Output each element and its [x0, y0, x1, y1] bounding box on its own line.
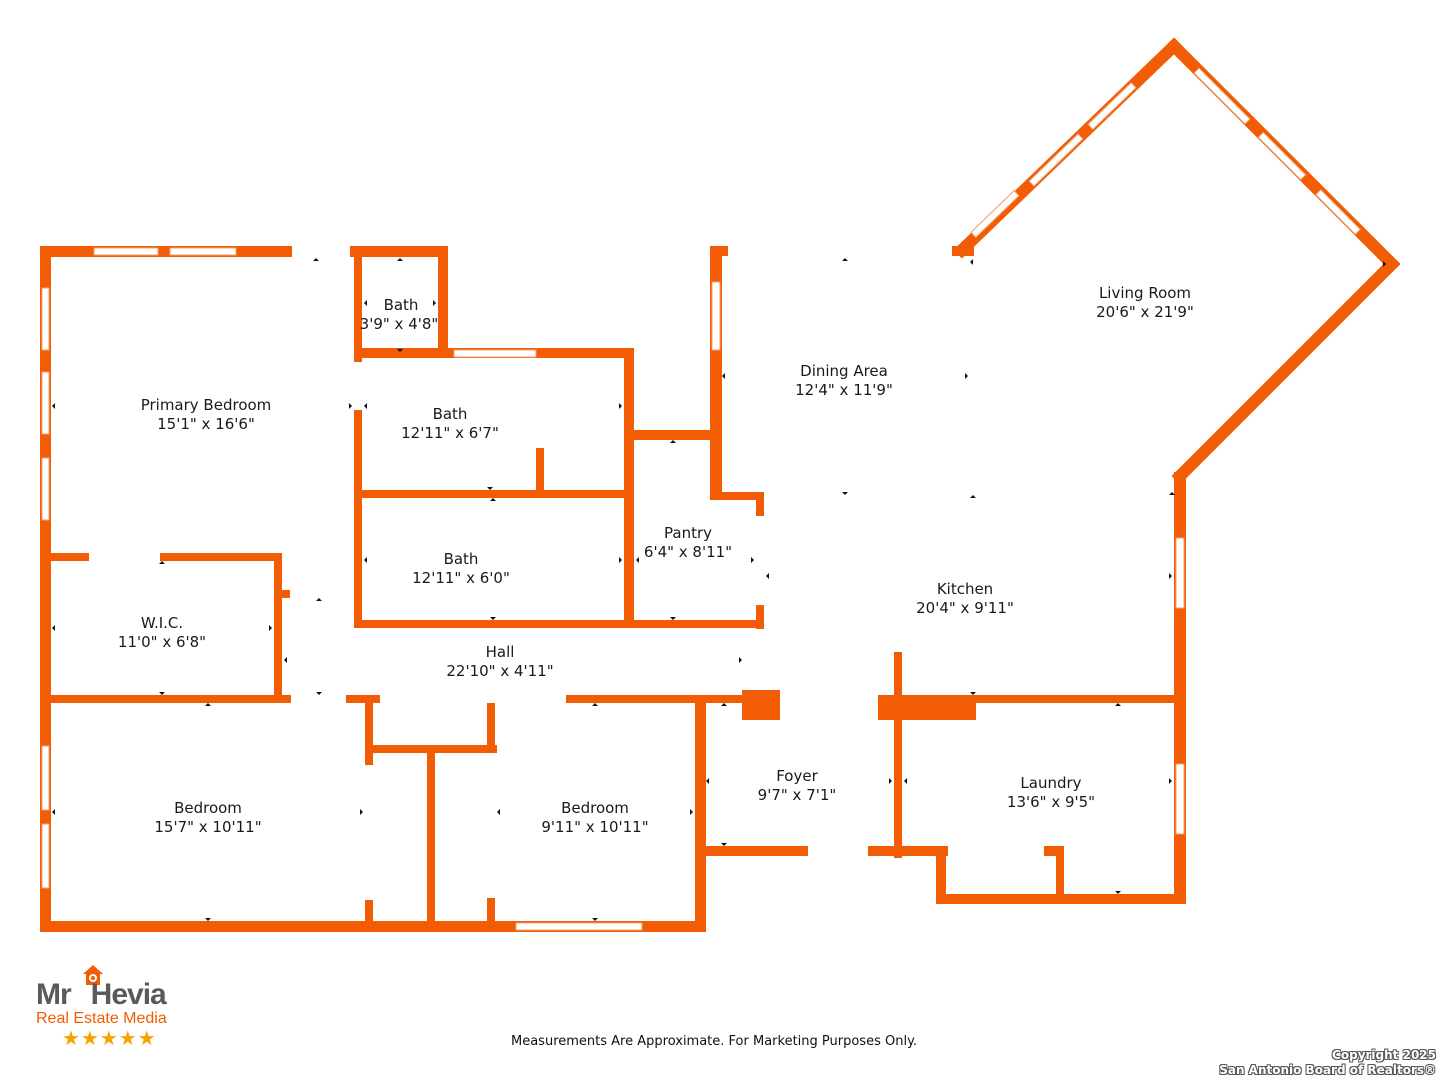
copyright-owner: San Antonio Board of Realtors®	[1219, 1063, 1436, 1077]
room-size: 12'11" x 6'0"	[412, 569, 510, 587]
windows	[41, 67, 1361, 931]
room-name: Bath	[384, 296, 419, 314]
room-size: 22'10" x 4'11"	[446, 662, 553, 680]
brand-logo: Mr Hevia Real Estate Media ★★★★★	[36, 964, 206, 1050]
star-rating-icon: ★★★★★	[62, 1026, 157, 1050]
room-size: 12'11" x 6'7"	[401, 424, 499, 442]
room-name: Laundry	[1020, 774, 1081, 792]
room-size: 15'7" x 10'11"	[154, 818, 261, 836]
room-name: Hall	[486, 643, 515, 661]
room-name: Primary Bedroom	[141, 396, 272, 414]
copyright-line: Copyright 2025	[1332, 1048, 1436, 1062]
copyright-watermark: Copyright 2025 San Antonio Board of Real…	[1219, 1048, 1436, 1078]
room-size: 20'6" x 21'9"	[1096, 303, 1194, 321]
room-size: 13'6" x 9'5"	[1007, 793, 1095, 811]
room-size: 15'1" x 16'6"	[157, 415, 255, 433]
room-name: Bath	[444, 550, 479, 568]
disclaimer: Measurements Are Approximate. For Market…	[511, 1034, 918, 1049]
room-size: 3'9" x 4'8"	[360, 315, 439, 333]
room-name: Bedroom	[174, 799, 242, 817]
room-name: Kitchen	[937, 580, 993, 598]
room-name: Living Room	[1099, 284, 1191, 302]
logo-subtitle: Real Estate Media	[36, 1010, 167, 1027]
house-camera-icon	[83, 965, 103, 985]
walls	[40, 37, 1401, 932]
room-name: Dining Area	[800, 362, 888, 380]
room-labels: Primary Bedroom 15'1" x 16'6" Bath 3'9" …	[118, 284, 1194, 836]
room-name: Foyer	[776, 767, 818, 785]
logo-name-left: Mr	[36, 978, 72, 1011]
logo-name-right: Hevia	[90, 978, 167, 1011]
room-name: W.I.C.	[141, 614, 183, 632]
room-name: Bath	[433, 405, 468, 423]
room-size: 6'4" x 8'11"	[644, 543, 732, 561]
room-size: 9'11" x 10'11"	[541, 818, 648, 836]
logo-name: Mr Hevia	[36, 978, 167, 1012]
room-size: 20'4" x 9'11"	[916, 599, 1014, 617]
room-size: 9'7" x 7'1"	[758, 786, 837, 804]
room-name: Pantry	[664, 524, 712, 542]
room-name: Bedroom	[561, 799, 629, 817]
dimension-ticks	[52, 258, 1386, 921]
room-size: 12'4" x 11'9"	[795, 381, 893, 399]
room-size: 11'0" x 6'8"	[118, 633, 206, 651]
